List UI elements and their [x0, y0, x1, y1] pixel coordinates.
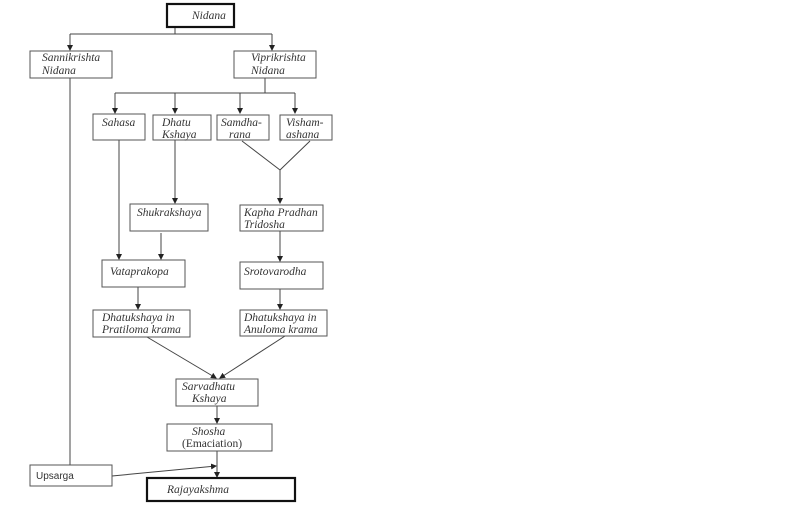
node-sarvadhatu-kshaya: Sarvadhatu Kshaya — [175, 378, 259, 407]
node-dhatu-kshaya: Dhatu Kshaya — [152, 114, 212, 141]
svg-text:Dhatukshaya in: Dhatukshaya in — [243, 312, 317, 324]
svg-text:Viprikrishta: Viprikrishta — [251, 52, 306, 64]
svg-text:ashana: ashana — [286, 129, 319, 141]
svg-text:Shosha: Shosha — [192, 426, 225, 438]
node-vataprakopa: Vataprakopa — [101, 259, 186, 288]
connectors — [67, 27, 311, 478]
node-vishamashana: Visham- ashana — [279, 114, 333, 141]
svg-text:Anuloma krama: Anuloma krama — [243, 324, 318, 336]
node-nidana: Nidana — [165, 2, 236, 29]
svg-text:Dhatu: Dhatu — [161, 117, 191, 129]
svg-text:Upsarga: Upsarga — [36, 471, 74, 482]
node-shukrakshaya: Shukrakshaya — [129, 203, 209, 232]
svg-text:Srotovarodha: Srotovarodha — [244, 266, 307, 278]
node-rajayakshma: Rajayakshma — [145, 476, 297, 503]
svg-text:Sahasa: Sahasa — [102, 117, 135, 129]
svg-text:Samdha-: Samdha- — [221, 117, 262, 129]
svg-text:Sannikrishta: Sannikrishta — [42, 52, 100, 64]
node-kapha-pradhan-tridosha: Kapha Pradhan Tridosha — [239, 204, 324, 232]
svg-text:Shukrakshaya: Shukrakshaya — [137, 207, 202, 219]
svg-text:Nidana: Nidana — [250, 65, 285, 77]
node-sahasa: Sahasa — [92, 113, 146, 141]
svg-text:rana: rana — [229, 129, 251, 141]
svg-text:Dhatukshaya in: Dhatukshaya in — [101, 312, 175, 324]
svg-text:Kapha Pradhan: Kapha Pradhan — [243, 207, 318, 219]
svg-text:Rajayakshma: Rajayakshma — [166, 484, 229, 496]
node-upsarga: Upsarga — [29, 464, 113, 487]
svg-text:Kshaya: Kshaya — [161, 129, 197, 141]
svg-text:Nidana: Nidana — [191, 10, 226, 22]
node-srotovarodha: Srotovarodha — [239, 261, 324, 290]
svg-text:Sarvadhatu: Sarvadhatu — [182, 381, 235, 393]
svg-text:(Emaciation): (Emaciation) — [182, 438, 242, 450]
node-viprikrishta-nidana: Viprikrishta Nidana — [233, 50, 317, 79]
node-dhatukshaya-anuloma: Dhatukshaya in Anuloma krama — [239, 309, 328, 337]
node-dhatukshaya-pratiloma: Dhatukshaya in Pratiloma krama — [92, 309, 191, 338]
node-shosha: Shosha (Emaciation) — [166, 423, 273, 452]
svg-text:Kshaya: Kshaya — [191, 393, 227, 405]
svg-text:Tridosha: Tridosha — [244, 219, 285, 231]
node-samdharana: Samdha- rana — [216, 114, 270, 141]
svg-text:Pratiloma krama: Pratiloma krama — [101, 324, 181, 336]
svg-text:Nidana: Nidana — [41, 65, 76, 77]
node-sannikrishta-nidana: Sannikrishta Nidana — [29, 50, 113, 79]
svg-text:Vataprakopa: Vataprakopa — [110, 266, 169, 278]
svg-text:Visham-: Visham- — [286, 117, 324, 129]
